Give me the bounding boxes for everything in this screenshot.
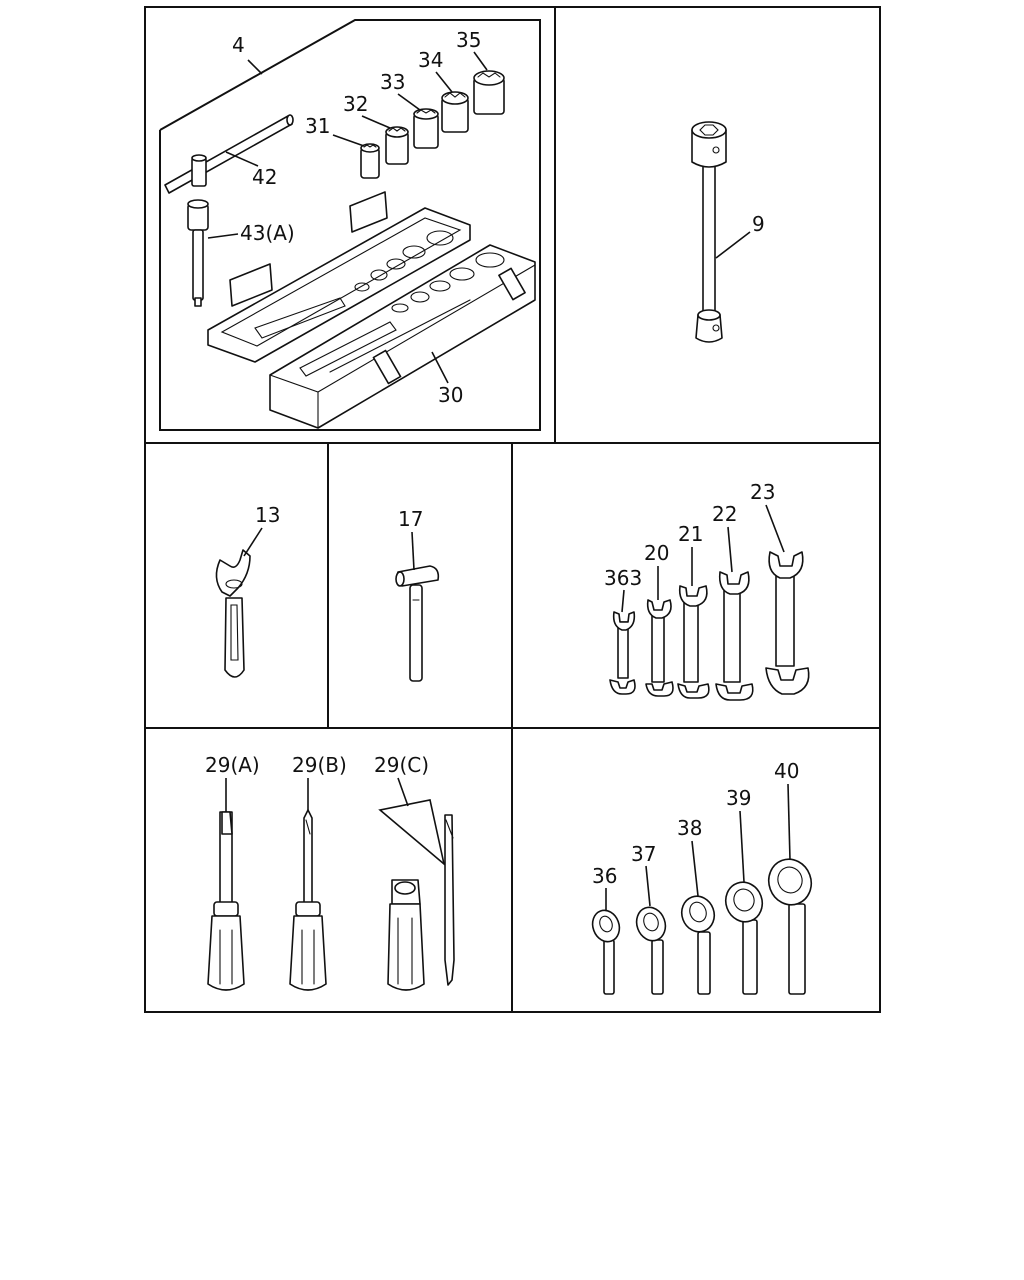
open-end-wrench-22 xyxy=(715,571,754,701)
label-part-31: 31 xyxy=(305,114,330,138)
label-part-22: 22 xyxy=(712,502,737,526)
ring-wrench-37 xyxy=(635,906,667,995)
leader-part-363 xyxy=(621,589,625,613)
label-part-39: 39 xyxy=(726,786,751,810)
screwdriver-29a xyxy=(207,811,245,991)
t-handle-42 xyxy=(164,114,294,194)
leader-part-31 xyxy=(332,134,365,147)
leader-part-37 xyxy=(645,865,651,907)
label-part-33: 33 xyxy=(380,70,405,94)
label-part-29b: 29(B) xyxy=(292,753,347,777)
leader-part-42 xyxy=(225,151,259,167)
panel-hammer: 17 xyxy=(395,507,440,682)
panel-screwdrivers: 29(A) 29(B) 29(C) xyxy=(205,753,455,991)
label-part-9: 9 xyxy=(752,212,765,236)
panel-wheel-brace: 9 xyxy=(691,121,765,343)
label-part-36: 36 xyxy=(592,864,617,888)
leader-part-4 xyxy=(247,59,263,75)
label-part-21: 21 xyxy=(678,522,703,546)
leader-part-13 xyxy=(243,527,263,557)
leader-part-30 xyxy=(431,351,449,384)
socket-set-inner-frame xyxy=(159,19,541,431)
socket-31 xyxy=(360,143,380,179)
label-part-42: 42 xyxy=(252,165,277,189)
ring-wrench-40 xyxy=(767,858,813,995)
label-part-17: 17 xyxy=(398,507,423,531)
extension-bar-43a xyxy=(187,199,209,307)
label-part-34: 34 xyxy=(418,48,443,72)
label-part-363: 363 xyxy=(604,566,642,590)
leader-part-29c xyxy=(397,777,409,807)
open-end-wrench-20 xyxy=(645,599,674,697)
label-part-38: 38 xyxy=(677,816,702,840)
panel-open-end-wrenches: 363 20 21 22 23 xyxy=(604,480,810,701)
leader-part-39 xyxy=(739,810,745,883)
screwdriver-29b xyxy=(289,809,327,991)
leader-part-38 xyxy=(691,840,699,897)
open-end-wrench-21 xyxy=(677,585,710,699)
label-part-20: 20 xyxy=(644,541,669,565)
label-part-35: 35 xyxy=(456,28,481,52)
leader-part-23 xyxy=(765,504,785,553)
hammer-17 xyxy=(395,565,440,682)
diagram-frame xyxy=(144,6,881,1013)
leader-part-32 xyxy=(361,115,391,129)
wheel-brace-9 xyxy=(691,121,727,343)
ring-wrench-39 xyxy=(724,881,764,995)
label-part-43a: 43(A) xyxy=(240,221,295,245)
label-part-40: 40 xyxy=(774,759,799,783)
socket-34 xyxy=(441,91,469,133)
adjustable-wrench-13 xyxy=(215,549,251,678)
open-end-wrench-23 xyxy=(765,551,810,695)
leader-part-33 xyxy=(397,93,421,111)
label-part-29a: 29(A) xyxy=(205,753,260,777)
leader-part-43a xyxy=(207,233,239,239)
label-part-23: 23 xyxy=(750,480,775,504)
leader-part-17 xyxy=(411,531,415,571)
label-part-32: 32 xyxy=(343,92,368,116)
label-part-37: 37 xyxy=(631,842,656,866)
label-part-29c: 29(C) xyxy=(374,753,429,777)
leader-part-35 xyxy=(473,51,488,71)
label-part-4: 4 xyxy=(232,33,245,57)
panel-socket-set: 4 35 34 33 xyxy=(159,19,541,431)
screwdriver-29c xyxy=(378,799,455,991)
open-end-wrench-363 xyxy=(609,611,636,695)
ring-wrench-36 xyxy=(591,909,621,995)
label-part-13: 13 xyxy=(255,503,280,527)
leader-part-22 xyxy=(727,526,733,573)
panel-adjustable-wrench: 13 xyxy=(215,503,280,678)
tool-case-30 xyxy=(207,191,536,429)
socket-33 xyxy=(413,108,439,149)
socket-35 xyxy=(473,70,505,115)
leader-part-40 xyxy=(787,783,791,861)
leader-part-34 xyxy=(435,71,453,93)
leader-part-9 xyxy=(715,231,751,259)
label-part-30: 30 xyxy=(438,383,463,407)
panel-ring-wrenches: 36 37 38 39 40 xyxy=(591,759,813,995)
socket-32 xyxy=(385,126,409,165)
ring-wrench-38 xyxy=(680,895,716,995)
